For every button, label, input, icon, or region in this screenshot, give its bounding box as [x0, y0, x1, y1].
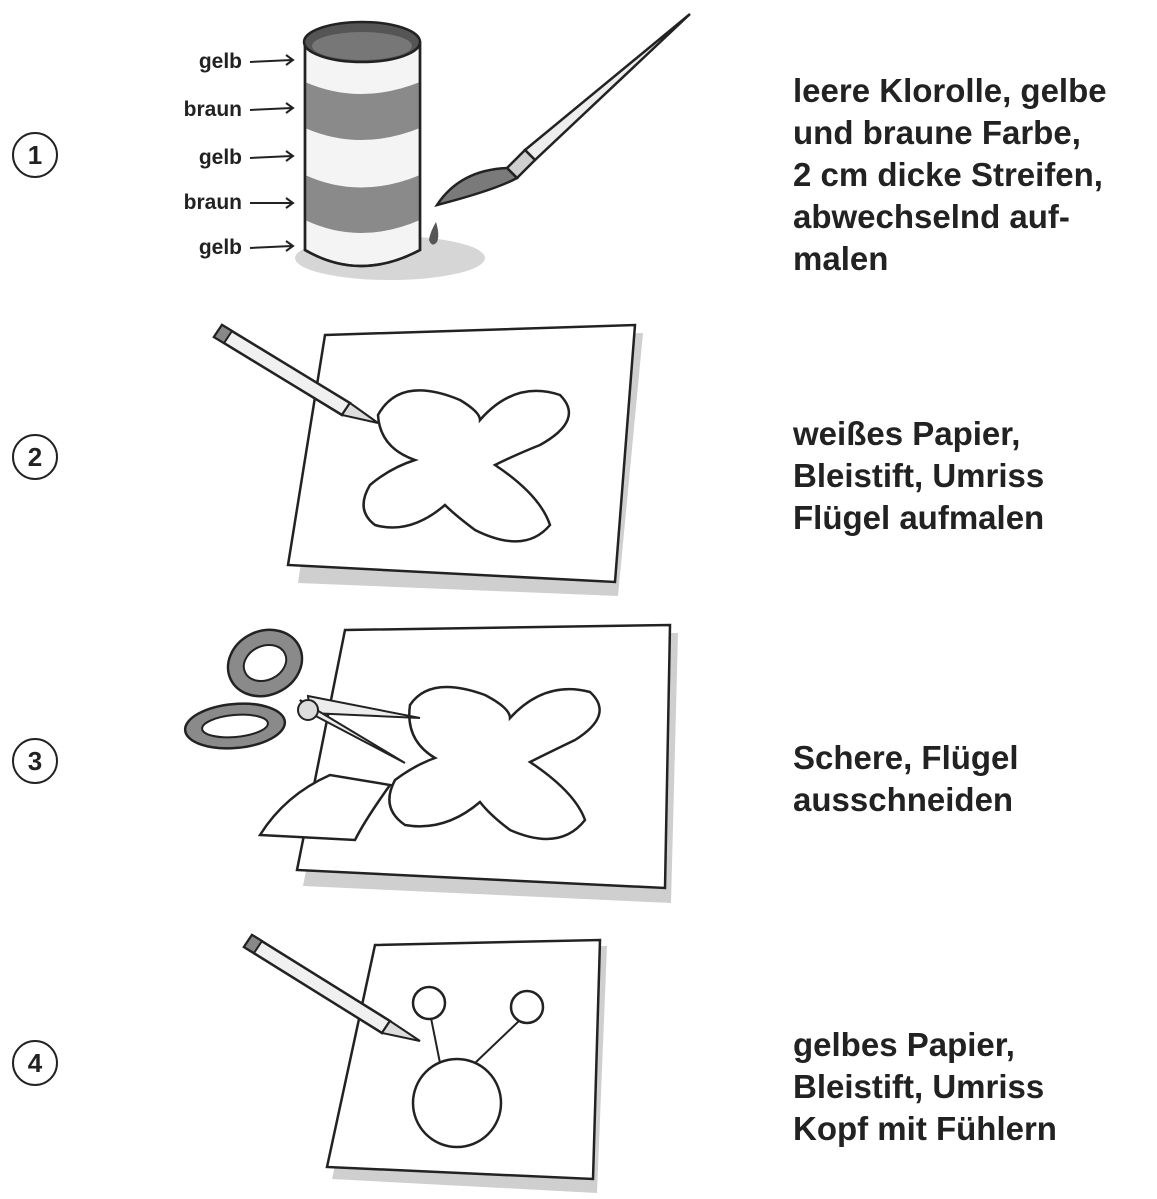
- stripe-label: gelb: [170, 146, 242, 170]
- step-description: leere Klorolle, gelbe und braune Farbe, …: [793, 70, 1153, 280]
- stripe-label: braun: [150, 191, 242, 215]
- stripe-label: gelb: [170, 236, 242, 260]
- stripe-label: gelb: [170, 50, 242, 74]
- pencil-icon: [240, 925, 430, 1045]
- step-number: 1: [12, 132, 58, 178]
- step-description: weißes Papier, Bleistift, Umriss Flügel …: [793, 413, 1153, 539]
- scissors-icon: [180, 618, 430, 778]
- step-description: Schere, Flügel ausschneiden: [793, 737, 1153, 821]
- paintbrush-icon: [425, 10, 705, 210]
- pencil-icon: [210, 315, 390, 425]
- stripe-label: braun: [150, 98, 242, 122]
- step-number: 2: [12, 434, 58, 480]
- step-number: 3: [12, 738, 58, 784]
- step-description: gelbes Papier, Bleistift, Umriss Kopf mi…: [793, 1024, 1153, 1150]
- step-number: 4: [12, 1040, 58, 1086]
